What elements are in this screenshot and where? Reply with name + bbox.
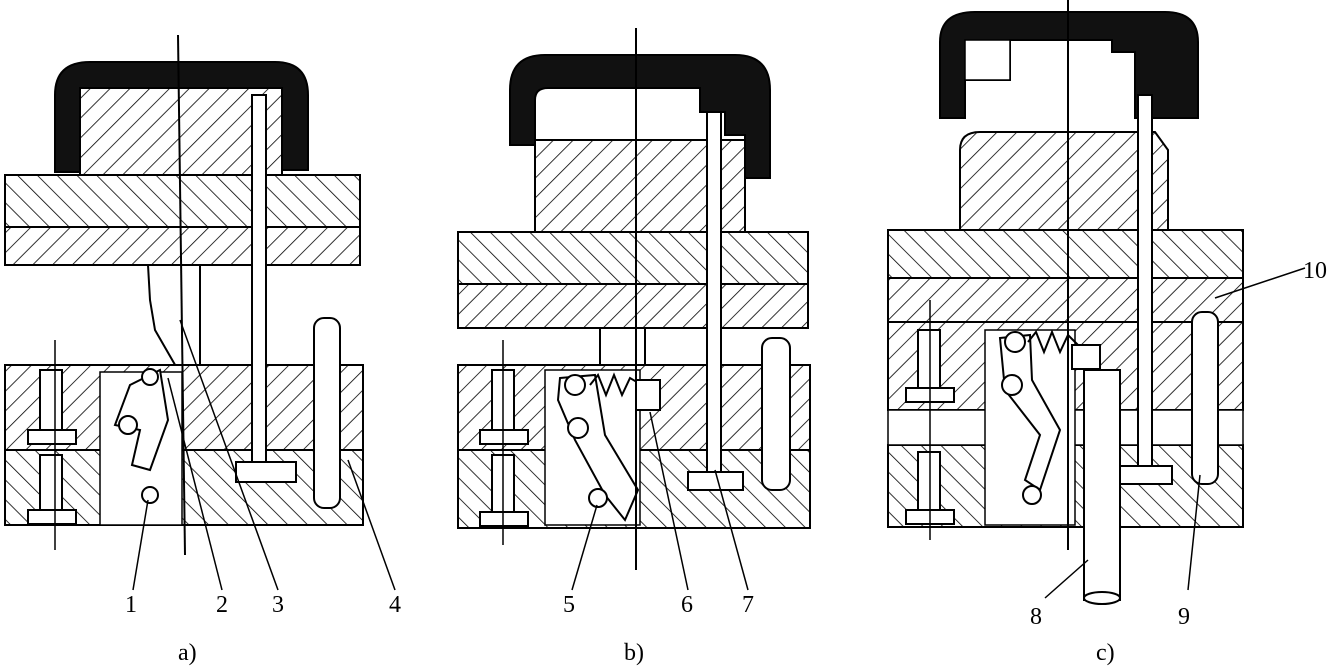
screw-a2 bbox=[39, 454, 63, 516]
ejector-head-b bbox=[687, 471, 744, 491]
stop-block-b bbox=[635, 379, 661, 411]
pivot-a1 bbox=[141, 368, 159, 386]
pivot-a2 bbox=[118, 415, 138, 435]
screw-c2 bbox=[917, 451, 941, 513]
pivot-b3 bbox=[588, 488, 608, 508]
screw-c1 bbox=[917, 329, 941, 393]
product-shell-c bbox=[939, 11, 1199, 119]
screw-a1 bbox=[39, 369, 63, 436]
push-rod-end-c bbox=[1083, 591, 1121, 605]
ejector-pin-b bbox=[706, 111, 722, 478]
guide-pin-c bbox=[1191, 311, 1219, 485]
leaders-a bbox=[132, 319, 396, 591]
latch-b bbox=[556, 373, 640, 522]
panel-c: 8 9 10 c) bbox=[887, 0, 1327, 666]
leaders-c bbox=[1044, 267, 1306, 599]
callout-8: 8 bbox=[1030, 604, 1042, 630]
callout-10: 10 bbox=[1303, 258, 1327, 284]
callout-7: 7 bbox=[742, 592, 754, 618]
upper-plate-a2 bbox=[4, 226, 361, 266]
centerline-a bbox=[177, 34, 186, 556]
callout-1: 1 bbox=[125, 592, 137, 618]
upper-plate-b2 bbox=[457, 283, 809, 329]
panel-a: 1 2 3 4 a) bbox=[4, 34, 401, 666]
ejector-head-c bbox=[1119, 465, 1173, 485]
caption-c: c) bbox=[1096, 640, 1115, 666]
callout-9: 9 bbox=[1178, 604, 1190, 630]
upper-plate-a bbox=[4, 174, 361, 228]
screw-head-a2 bbox=[27, 509, 77, 525]
upper-plate-b bbox=[457, 231, 809, 285]
guide-pin-a bbox=[313, 317, 341, 509]
screw-head-a1 bbox=[27, 429, 77, 445]
pivot-c1 bbox=[1004, 331, 1026, 353]
ejector-pin-a bbox=[251, 94, 267, 468]
ejector-pin-c bbox=[1137, 94, 1153, 471]
upper-plate-c bbox=[887, 229, 1244, 279]
ejector-head-a bbox=[235, 461, 297, 483]
product-window-c bbox=[964, 39, 1011, 81]
pivot-c3 bbox=[1022, 485, 1042, 505]
push-rod-c bbox=[1083, 369, 1121, 601]
panel-b: 5 6 7 b) bbox=[457, 28, 811, 666]
callout-2: 2 bbox=[216, 592, 228, 618]
callout-4: 4 bbox=[389, 592, 401, 618]
screw-head-b2 bbox=[479, 511, 529, 527]
callout-6: 6 bbox=[681, 592, 693, 618]
product-shell-b bbox=[509, 54, 771, 179]
screw-head-b1 bbox=[479, 429, 529, 445]
callout-3: 3 bbox=[272, 592, 284, 618]
upper-plate-c2 bbox=[887, 277, 1244, 323]
caption-a: a) bbox=[178, 640, 197, 666]
pivot-b1 bbox=[564, 374, 586, 396]
guide-pin-b bbox=[761, 337, 791, 491]
gap-block-b bbox=[599, 327, 646, 367]
stop-block-c bbox=[1071, 344, 1101, 370]
pivot-a3 bbox=[141, 486, 159, 504]
leaders-b bbox=[571, 411, 749, 591]
pivot-c2 bbox=[1001, 374, 1023, 396]
callout-5: 5 bbox=[563, 592, 575, 618]
spring-b bbox=[589, 372, 643, 398]
pivot-b2 bbox=[567, 417, 589, 439]
caption-b: b) bbox=[624, 640, 644, 666]
